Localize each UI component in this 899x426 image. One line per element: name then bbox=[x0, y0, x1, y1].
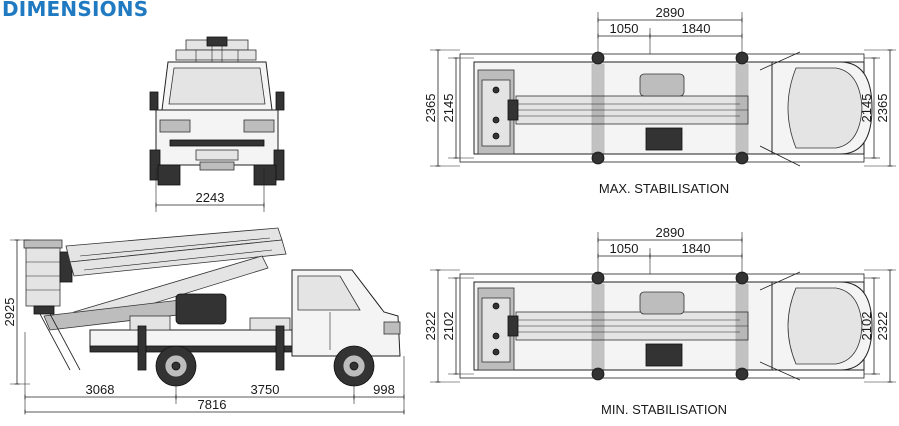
min-span-right-label: 1840 bbox=[682, 241, 711, 256]
min-inner-width-right-label: 2102 bbox=[859, 312, 874, 341]
front-width-dimension: 2243 bbox=[155, 168, 265, 212]
max-span-right-label: 1840 bbox=[682, 21, 711, 36]
max-outer-width-right-label: 2365 bbox=[875, 94, 890, 123]
side-view-drawing bbox=[23, 227, 401, 387]
page-title: DIMENSIONS bbox=[2, 0, 149, 21]
top-view-max-dimensions: 2890 1050 1840 2365 2145 2145 2365 MAX. … bbox=[423, 5, 896, 196]
min-span-label: 2890 bbox=[656, 225, 685, 240]
front-overhang-label: 998 bbox=[373, 382, 395, 397]
min-outer-width-right-label: 2322 bbox=[875, 312, 890, 341]
max-span-left-label: 1050 bbox=[610, 21, 639, 36]
max-span-label: 2890 bbox=[656, 5, 685, 20]
max-stabilisation-caption: MAX. STABILISATION bbox=[599, 181, 729, 196]
front-view-drawing bbox=[149, 36, 285, 186]
max-outer-width-left-label: 2365 bbox=[423, 94, 438, 123]
front-width-label: 2243 bbox=[196, 190, 225, 205]
max-inner-width-right-label: 2145 bbox=[859, 94, 874, 123]
max-inner-width-left-label: 2145 bbox=[441, 94, 456, 123]
wheelbase-label: 3750 bbox=[251, 382, 280, 397]
min-outer-width-left-label: 2322 bbox=[423, 312, 438, 341]
side-height-label: 2925 bbox=[2, 298, 17, 327]
total-length-label: 7816 bbox=[198, 397, 227, 412]
min-inner-width-left-label: 2102 bbox=[441, 312, 456, 341]
top-view-min-dimensions: 2890 1050 1840 2322 2102 2102 2322 MIN. … bbox=[423, 225, 896, 417]
side-dimensions: 2925 3068 3750 998 7816 bbox=[2, 239, 405, 415]
top-view-min-drawing bbox=[459, 271, 873, 381]
min-span-left-label: 1050 bbox=[610, 241, 639, 256]
rear-overhang-label: 3068 bbox=[86, 382, 115, 397]
min-stabilisation-caption: MIN. STABILISATION bbox=[601, 402, 727, 417]
top-view-max-drawing bbox=[459, 51, 873, 167]
